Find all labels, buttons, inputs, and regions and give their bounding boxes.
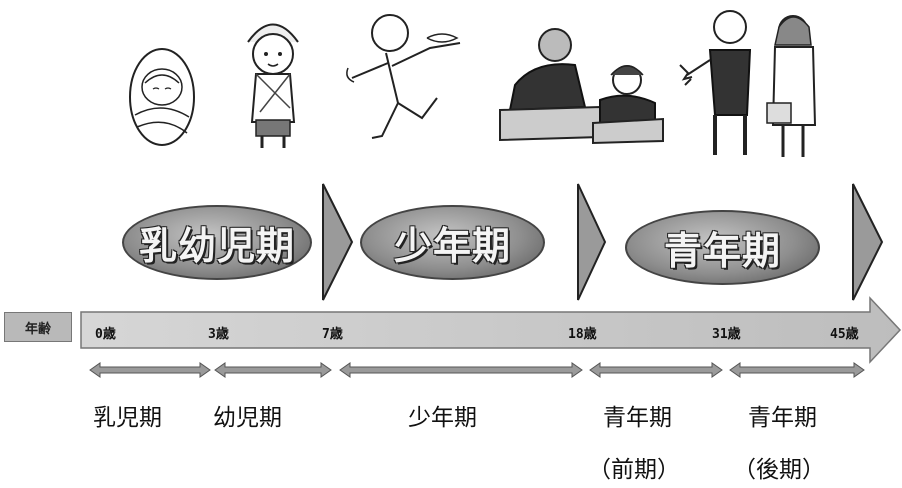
stage-label: 少年期 (393, 224, 511, 268)
stage-chevron-1 (322, 183, 354, 301)
period-sub-late-youth: （後期） (733, 457, 825, 483)
age-mark-31: 31歳 (712, 327, 741, 342)
child-illustration (247, 23, 299, 148)
period-label-infant: 乳児期 (93, 405, 162, 431)
range-arrow-toddler (214, 362, 332, 378)
age-mark-3: 3歳 (208, 327, 229, 342)
age-header-label: 年齢 (24, 321, 51, 337)
age-arrow (80, 296, 902, 364)
age-header-box: 年齢 (4, 312, 72, 342)
range-arrow-boyhood (339, 362, 583, 378)
running-boy-illustration (346, 14, 461, 139)
period-sub-early-youth: （前期） (588, 457, 680, 483)
stage-chevron-3 (852, 183, 884, 301)
age-mark-45: 45歳 (830, 327, 859, 342)
students-illustration (499, 28, 664, 145)
age-mark-0: 0歳 (95, 327, 116, 342)
age-mark-7: 7歳 (322, 327, 343, 342)
stage-label: 乳幼児期 (138, 224, 295, 268)
stage-oval-boyhood: 少年期 (360, 205, 545, 280)
stage-chevron-2 (577, 183, 607, 301)
period-label-early-youth: 青年期 (603, 405, 672, 431)
age-mark-18: 18歳 (568, 327, 597, 342)
range-arrow-late-youth (729, 362, 865, 378)
baby-illustration (129, 48, 195, 146)
range-arrow-early-youth (589, 362, 723, 378)
range-arrow-infant (89, 362, 211, 378)
stage-label: 青年期 (663, 229, 781, 273)
stage-oval-youth: 青年期 (625, 210, 820, 285)
period-label-late-youth: 青年期 (748, 405, 817, 431)
young-adults-illustration (679, 10, 817, 157)
period-label-toddler: 幼児期 (213, 405, 282, 431)
stage-oval-infant: 乳幼児期 (122, 205, 312, 280)
period-label-boyhood: 少年期 (408, 405, 477, 431)
